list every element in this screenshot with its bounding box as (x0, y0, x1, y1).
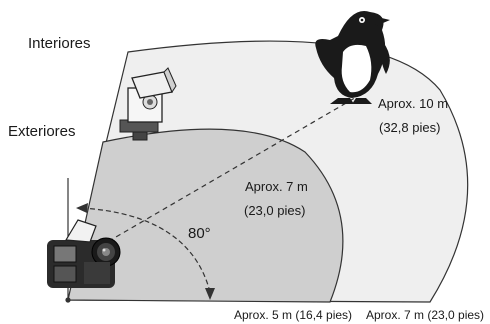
penguin-icon (315, 11, 390, 104)
angle-label: 80° (188, 225, 211, 242)
outdoor-label: Exteriores (8, 123, 76, 140)
camera-icon (47, 219, 121, 288)
near-range-bottom-label: Aprox. 5 m (16,4 pies) (234, 308, 352, 322)
far-range-meters: Aprox. 10 m (378, 96, 448, 111)
far-range-bottom-label: Aprox. 7 m (23,0 pies) (366, 308, 484, 322)
speedlite-flash-icon (119, 67, 177, 141)
indoor-label: Interiores (28, 35, 91, 52)
origin-dot (65, 297, 71, 303)
mid-range-feet: (23,0 pies) (244, 203, 305, 218)
outdoor-range-area (67, 128, 344, 303)
angle-arc (81, 207, 211, 293)
far-range-feet: (32,8 pies) (379, 120, 440, 135)
mid-range-meters: Aprox. 7 m (245, 179, 308, 194)
angle-arrow-bottom (205, 288, 215, 300)
angle-arrow-left (76, 203, 88, 213)
